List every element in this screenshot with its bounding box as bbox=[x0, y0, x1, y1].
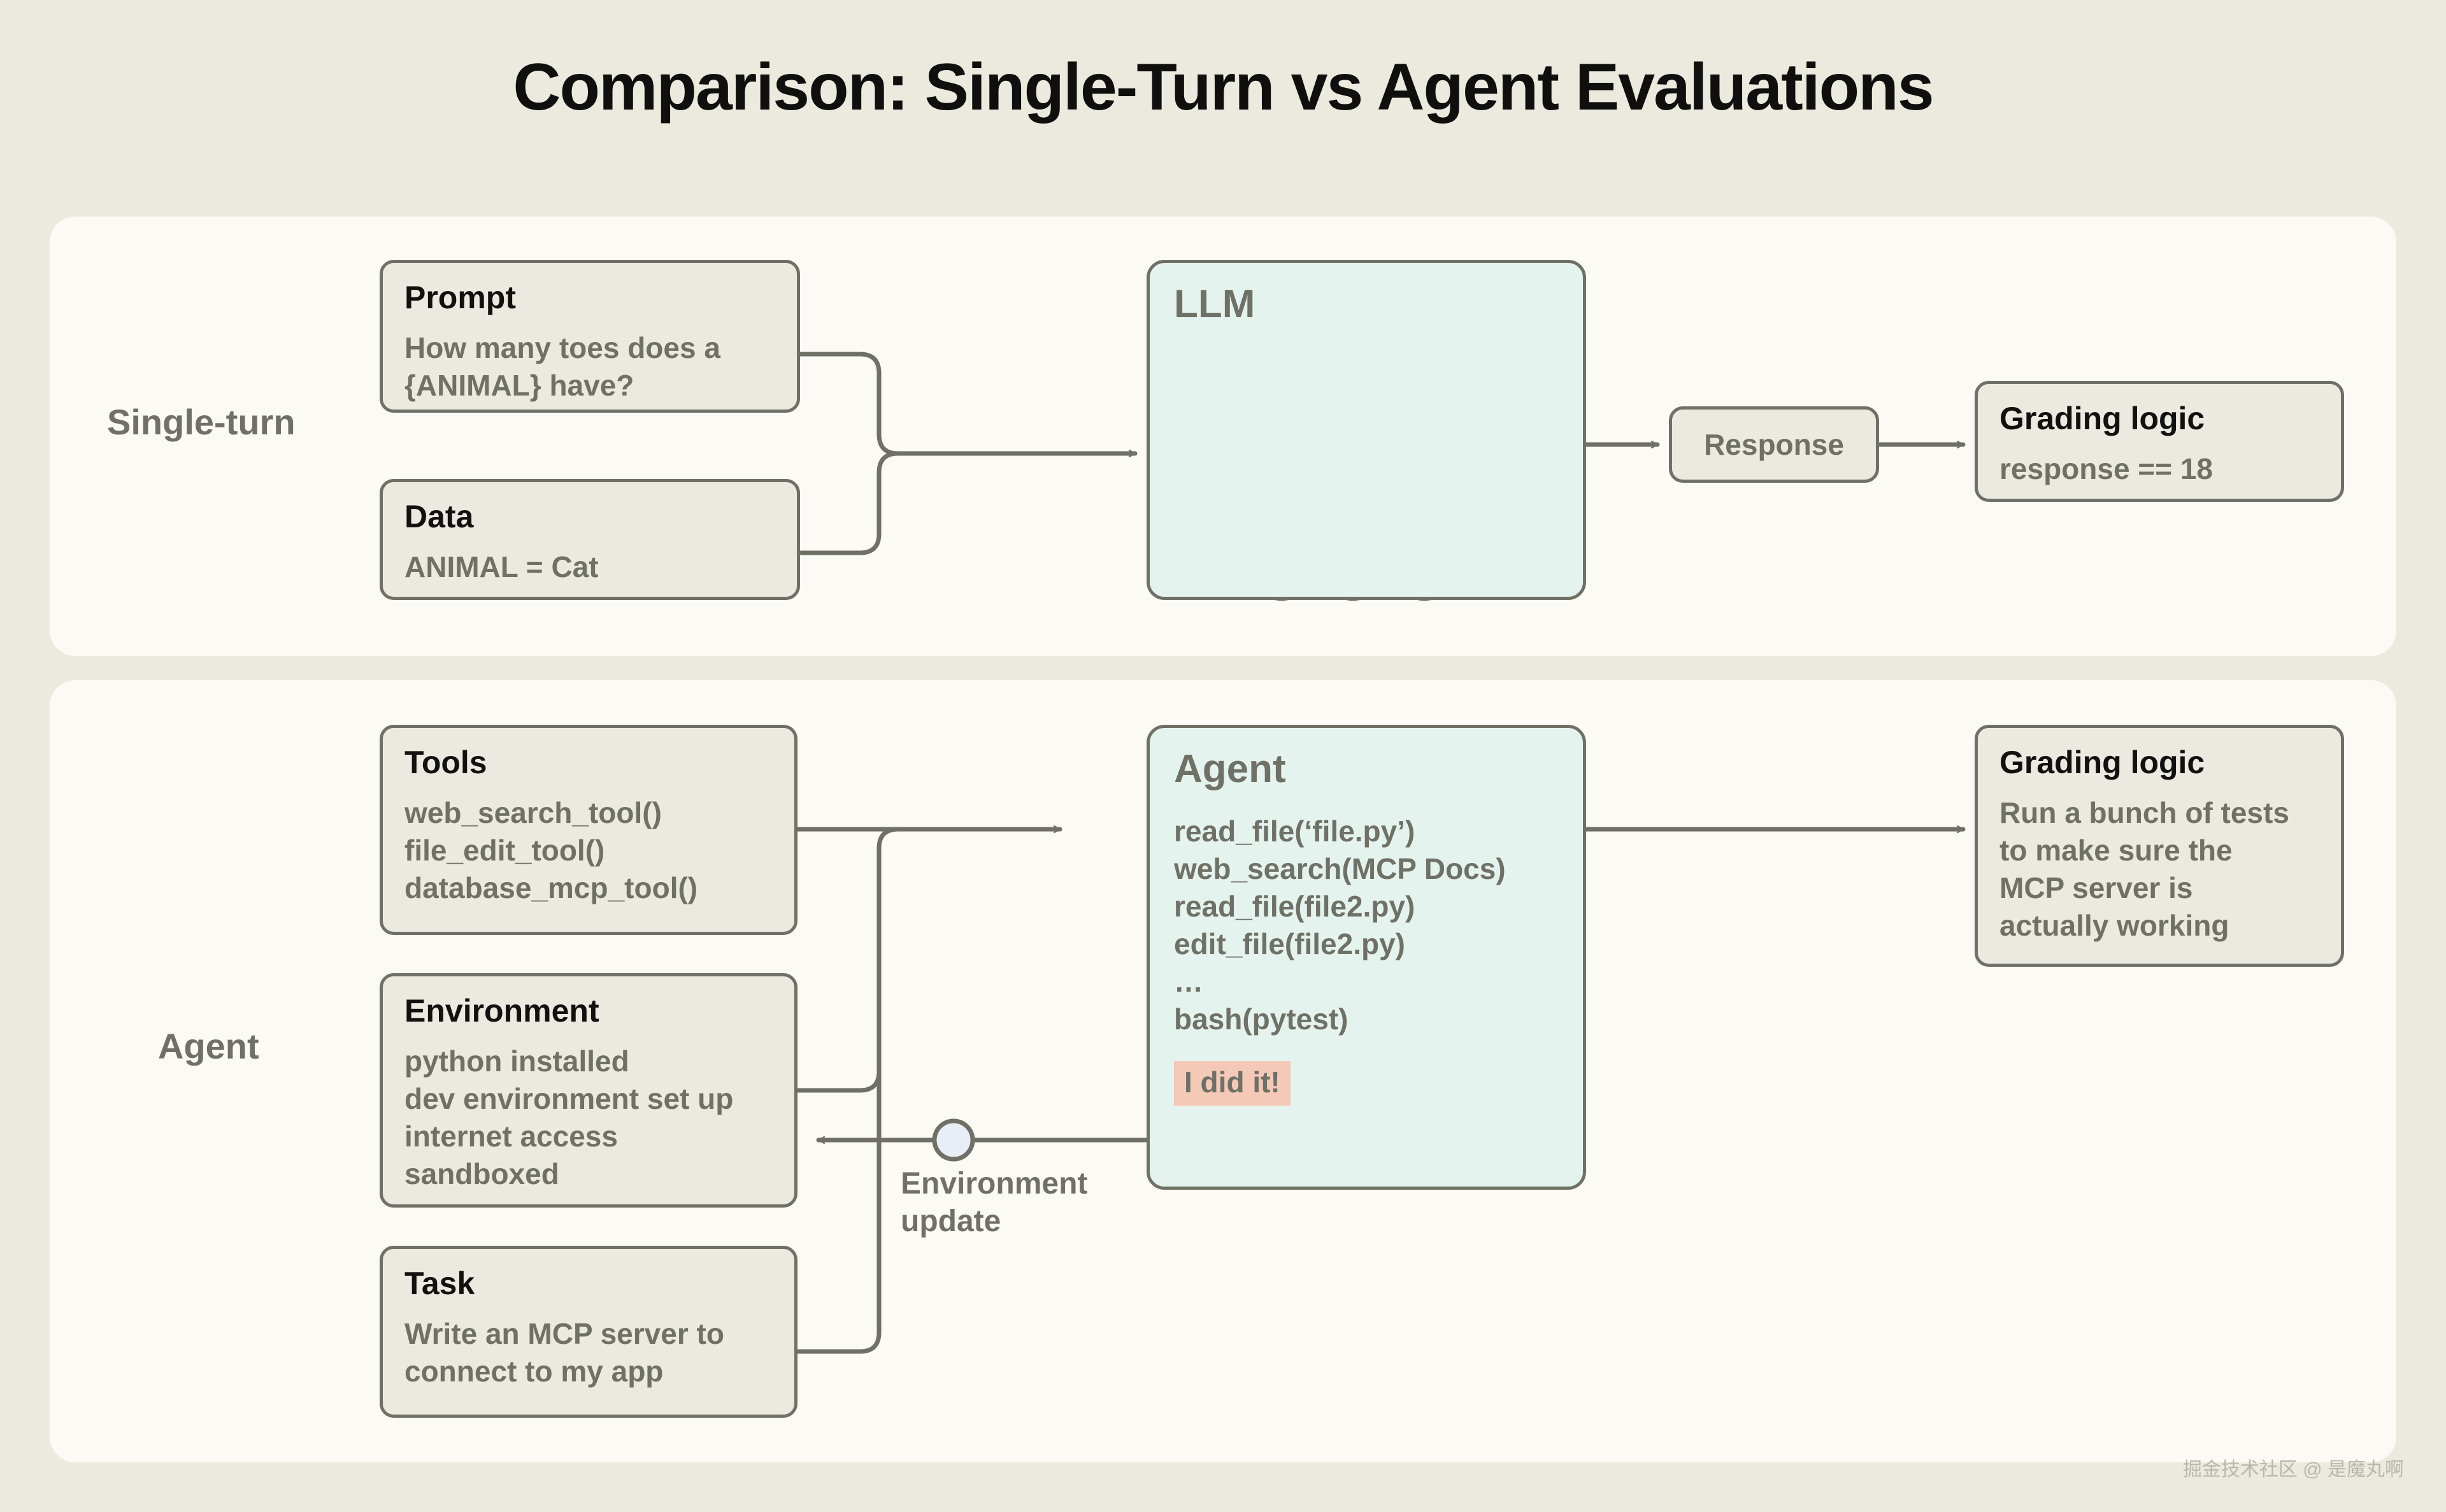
agent-done-badge: I did it! bbox=[1174, 1060, 1291, 1106]
card-task-body: Write an MCP server to connect to my app bbox=[404, 1317, 724, 1388]
card-grading-agent-body: Run a bunch of tests to make sure the MC… bbox=[1999, 796, 2289, 942]
card-environment-body: python installed dev environment set up … bbox=[404, 1045, 734, 1190]
card-task[interactable]: Task Write an MCP server to connect to m… bbox=[380, 1246, 797, 1418]
card-grading-agent-title: Grading logic bbox=[1999, 745, 2205, 780]
card-environment-title: Environment bbox=[404, 993, 599, 1029]
card-grading-single-title: Grading logic bbox=[1999, 401, 2205, 436]
card-prompt-body: How many toes does a {ANIMAL} have? bbox=[404, 331, 720, 402]
card-agent[interactable]: Agent read_file(‘file.py’) web_search(MC… bbox=[1147, 725, 1586, 1190]
page-title: Comparison: Single-Turn vs Agent Evaluat… bbox=[513, 50, 1934, 124]
card-task-title: Task bbox=[404, 1266, 475, 1301]
watermark: 掘金技术社区 @ 是魔丸啊 bbox=[2182, 1459, 2404, 1480]
card-data-title: Data bbox=[404, 499, 474, 534]
card-llm[interactable]: LLM bbox=[1147, 260, 1586, 600]
card-tools-body: web_search_tool() file_edit_tool() datab… bbox=[404, 796, 698, 904]
card-data-body: ANIMAL = Cat bbox=[404, 550, 599, 583]
card-prompt-title: Prompt bbox=[404, 280, 516, 315]
card-environment[interactable]: Environment python installed dev environ… bbox=[380, 973, 797, 1208]
card-tools-title: Tools bbox=[404, 745, 487, 780]
card-grading-logic-single[interactable]: Grading logic response == 18 bbox=[1975, 381, 2344, 502]
card-agent-title: Agent bbox=[1174, 747, 1286, 791]
card-data[interactable]: Data ANIMAL = Cat bbox=[380, 479, 800, 600]
environment-update-label: Environment update bbox=[901, 1167, 1088, 1238]
card-grading-logic-agent[interactable]: Grading logic Run a bunch of tests to ma… bbox=[1975, 725, 2344, 967]
card-response-label: Response bbox=[1704, 427, 1844, 461]
card-agent-trace: read_file(‘file.py’) web_search(MCP Docs… bbox=[1174, 815, 1506, 1036]
card-tools[interactable]: Tools web_search_tool() file_edit_tool()… bbox=[380, 725, 797, 935]
card-response[interactable]: Response bbox=[1669, 406, 1879, 483]
row-label-single-turn: Single-turn bbox=[107, 402, 296, 442]
card-llm-title: LLM bbox=[1174, 282, 1255, 326]
card-prompt[interactable]: Prompt How many toes does a {ANIMAL} hav… bbox=[380, 260, 800, 413]
card-grading-single-body: response == 18 bbox=[1999, 452, 2213, 485]
row-label-agent: Agent bbox=[158, 1026, 259, 1066]
